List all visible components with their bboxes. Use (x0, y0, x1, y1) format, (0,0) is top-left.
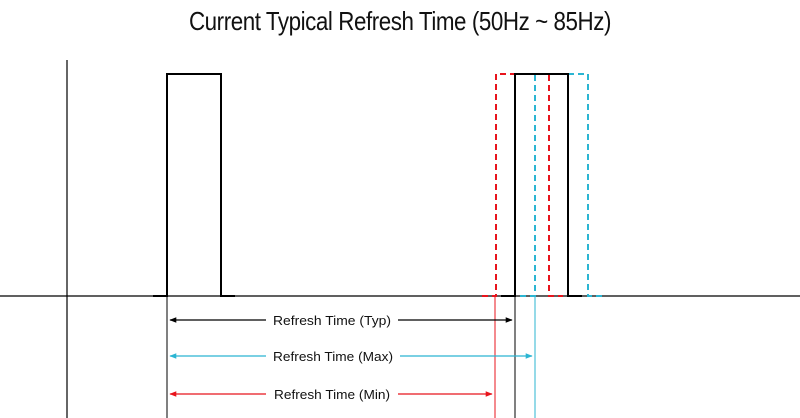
typ-pulse (501, 73, 582, 297)
max-label: Refresh Time (Max) (273, 349, 393, 364)
first-pulse (153, 73, 235, 297)
min-pulse-dashed (482, 73, 563, 297)
max-pulse-dashed (520, 73, 602, 297)
diagram-title: Current Typical Refresh Time (50Hz ~ 85H… (188, 6, 612, 36)
typ-label: Refresh Time (Typ) (273, 313, 391, 328)
min-label: Refresh Time (Min) (274, 387, 390, 402)
